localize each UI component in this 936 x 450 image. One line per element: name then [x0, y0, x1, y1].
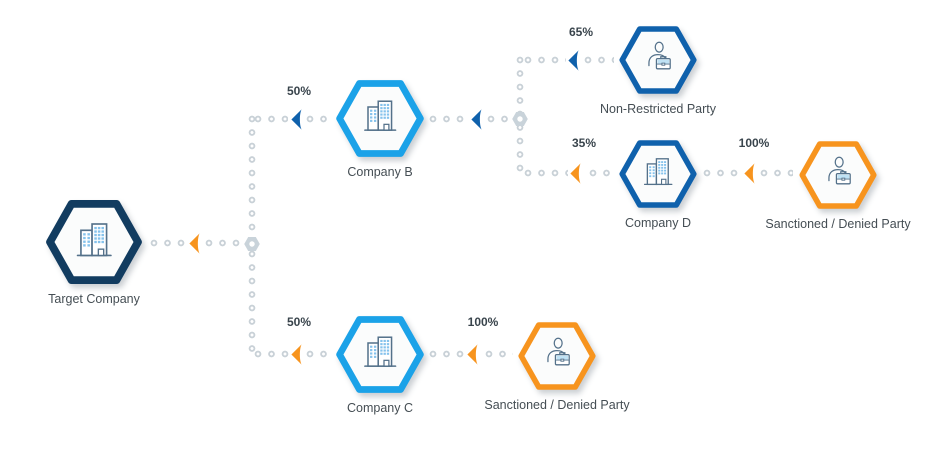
person-briefcase-icon	[535, 334, 578, 372]
dotted-line	[254, 115, 288, 123]
node-target-company[interactable]: Target Company	[45, 199, 143, 306]
arrow-left-icon	[568, 50, 579, 71]
dotted-line	[306, 115, 332, 123]
arrow-left-icon	[291, 109, 302, 130]
percent-label: 35%	[571, 136, 597, 150]
junction-hub-icon	[512, 112, 528, 126]
percent-label: 100%	[738, 136, 770, 150]
arrow-left-icon	[189, 233, 200, 254]
person-briefcase-icon	[816, 153, 859, 191]
dotted-line	[524, 169, 568, 177]
arrow-left-icon	[570, 163, 581, 184]
dotted-line	[254, 350, 290, 358]
dotted-line	[429, 350, 466, 358]
arrow-left-icon	[744, 163, 755, 184]
node-non-restricted-party[interactable]: Non-Restricted Party	[600, 25, 716, 116]
dotted-line	[760, 169, 793, 177]
arrow-left-icon	[291, 344, 302, 365]
building-icon	[356, 94, 405, 137]
percent-label: 65%	[568, 25, 594, 39]
node-company-c[interactable]: Company C	[335, 315, 425, 415]
building-icon	[636, 152, 679, 190]
building-icon	[356, 330, 405, 373]
percent-label: 50%	[286, 315, 312, 329]
node-label: Non-Restricted Party	[599, 102, 717, 116]
node-label: Sanctioned / Denied Party	[484, 398, 630, 412]
percent-label: 100%	[467, 315, 499, 329]
node-label: Sanctioned / Denied Party	[765, 217, 911, 231]
dotted-line	[524, 56, 566, 64]
dotted-line	[589, 169, 615, 177]
percent-label: 50%	[286, 84, 312, 98]
node-label: Company D	[625, 216, 691, 230]
dotted-line	[584, 56, 614, 64]
dotted-line	[248, 115, 256, 358]
building-icon	[68, 215, 121, 261]
dotted-line	[485, 350, 513, 358]
dotted-line	[429, 115, 469, 123]
arrow-left-icon	[471, 109, 482, 130]
junction-hub-icon	[244, 237, 260, 251]
dotted-line	[150, 239, 190, 247]
arrow-left-icon	[467, 344, 478, 365]
node-company-b[interactable]: Company B	[335, 79, 425, 179]
node-label: Company B	[347, 165, 413, 179]
dotted-line	[487, 115, 513, 123]
node-company-d[interactable]: Company D	[618, 139, 698, 230]
person-briefcase-icon	[636, 38, 679, 76]
node-label: Company C	[347, 401, 413, 415]
node-sanctioned-denied-party-top[interactable]: Sanctioned / Denied Party	[765, 140, 911, 231]
node-label: Target Company	[48, 292, 140, 306]
dotted-line	[205, 239, 245, 247]
dotted-line	[306, 350, 332, 358]
dotted-line	[703, 169, 743, 177]
node-sanctioned-denied-party-bottom[interactable]: Sanctioned / Denied Party	[484, 321, 630, 412]
